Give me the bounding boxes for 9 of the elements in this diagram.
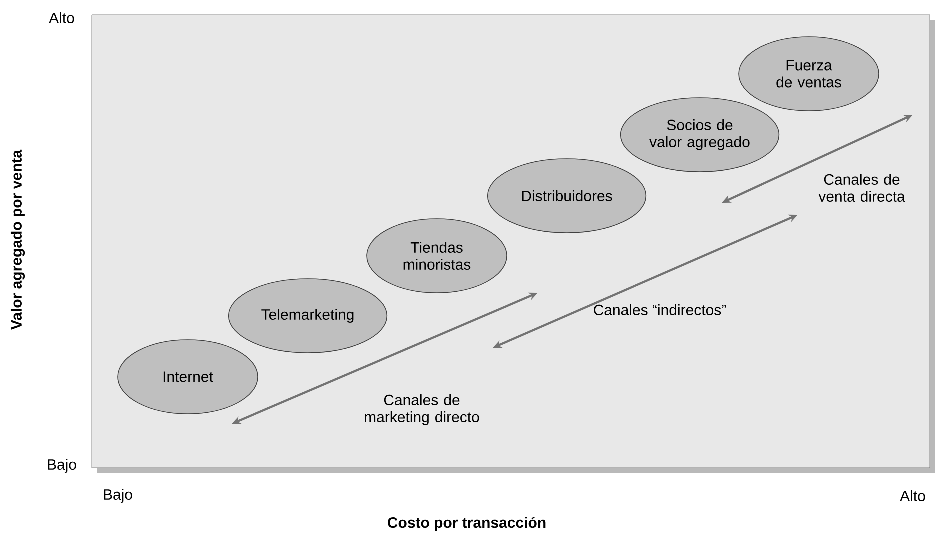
axis-title: Valor agregado por venta <box>10 150 26 330</box>
axis-tick-label: Bajo <box>48 459 76 473</box>
arrow-label: Canales de marketing directo <box>365 394 480 426</box>
axis-tick-label: Alto <box>49 12 74 24</box>
arrow-label: Canales de venta directa <box>818 174 906 202</box>
arrow-label: Canales “indirectos” <box>594 304 726 316</box>
axis-tick-label: Alto <box>900 490 926 502</box>
axis-title: Costo por transacción <box>388 516 546 532</box>
axis-tick-label: Bajo <box>104 489 132 503</box>
